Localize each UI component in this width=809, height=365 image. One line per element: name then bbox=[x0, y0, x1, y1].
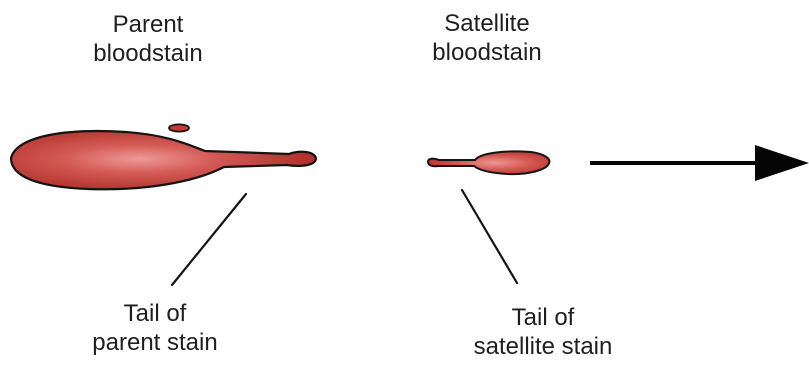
tail-of-parent-stain-pointer bbox=[172, 194, 246, 285]
right-arrow-icon bbox=[590, 145, 809, 181]
tail-of-parent-stain-label: Tail of parent stain bbox=[80, 299, 230, 357]
satellite-bloodstain-label-line-1: Satellite bbox=[414, 9, 560, 38]
parent-bloodstain-label-line-1: Parent bbox=[78, 10, 218, 39]
satellite-bloodstain bbox=[428, 151, 549, 174]
tail-of-parent-stain-label-line-1: Tail of bbox=[80, 299, 230, 328]
satellite-stain-shape bbox=[428, 151, 549, 174]
parent-bloodstain bbox=[11, 124, 316, 189]
parent-bloodstain-label: Parent bloodstain bbox=[78, 10, 218, 68]
small-parent-droplet bbox=[169, 124, 189, 131]
tail-of-parent-stain-label-line-2: parent stain bbox=[80, 328, 230, 357]
direction-arrow-head bbox=[755, 145, 809, 181]
parent-stain-shape bbox=[11, 131, 316, 189]
tail-of-satellite-stain-label-line-1: Tail of bbox=[463, 303, 623, 332]
parent-bloodstain-label-line-2: bloodstain bbox=[78, 39, 218, 68]
satellite-bloodstain-label: Satellite bloodstain bbox=[414, 9, 560, 67]
tail-of-satellite-stain-pointer bbox=[462, 190, 517, 283]
tail-of-satellite-stain-label-line-2: satellite stain bbox=[463, 332, 623, 361]
satellite-bloodstain-label-line-2: bloodstain bbox=[414, 38, 560, 67]
tail-of-satellite-stain-label: Tail of satellite stain bbox=[463, 303, 623, 361]
